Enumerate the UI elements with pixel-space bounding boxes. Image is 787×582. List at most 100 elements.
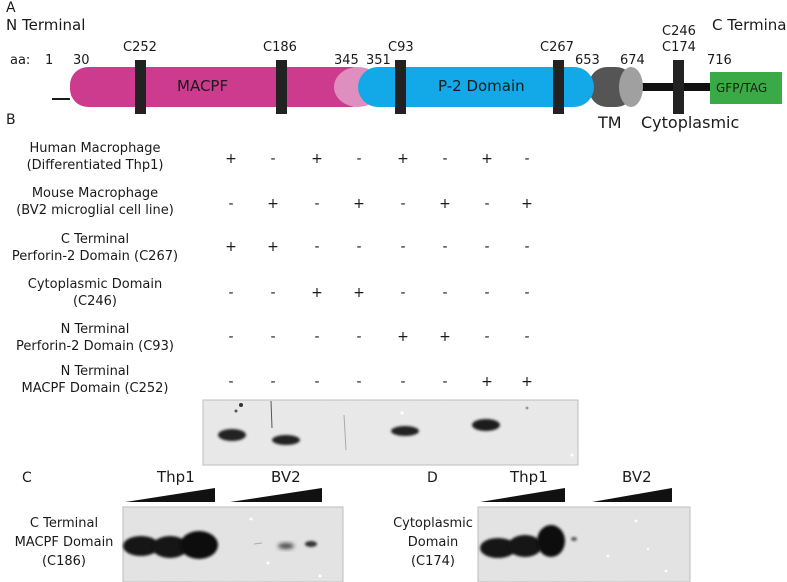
label-line1: C Terminal [29,516,99,531]
mark-lane7: + [481,151,493,167]
panel-c-graphics [122,488,344,582]
mark-lane2: + [267,239,279,255]
row-label-line2: (Differentiated Thp1) [26,158,164,173]
mark-lane3: + [311,151,323,167]
n-terminal-label: N Terminal [6,16,86,34]
band-c-bv2-3 [305,541,317,547]
band-c-bv2-2 [278,543,294,549]
label-line1: Cytoplasmic [393,516,473,531]
mark-lane7: - [484,329,490,345]
site-c174-label: C174 [662,40,696,55]
mark-lane6: - [442,151,448,167]
mark-lane4: - [356,374,362,390]
panel-c-group-thp1: Thp1 [157,468,195,486]
mark-lane5: - [400,239,406,255]
mark-lane7: - [484,285,490,301]
mark-lane8: + [521,374,533,390]
mark-lane3: - [314,239,320,255]
position-716: 716 [707,53,732,68]
tag-label: GFP/TAG [716,81,768,95]
row-label: Mouse Macrophage (BV2 microglial cell li… [0,185,190,219]
band-d-thp1-1 [480,538,516,558]
mark-lane8: + [521,196,533,212]
macpf-domain-label: MACPF [177,77,229,95]
band-lane3 [272,435,300,445]
mark-lane2: + [267,196,279,212]
mark-lane7: + [481,374,493,390]
mark-lane6: + [439,329,451,345]
mark-lane5: + [397,151,409,167]
position-1: 1 [45,53,54,68]
label-line2: MACPF Domain [14,535,114,550]
mark-lane1: + [225,239,237,255]
row-label-line2: (BV2 microglial cell line) [16,203,174,218]
row-label: Cytoplasmic Domain (C246) [0,276,190,310]
band-d-thp1-3 [537,525,565,557]
mark-lane3: + [311,285,323,301]
position-653: 653 [575,53,600,68]
domain-map [52,60,782,114]
row-label-line2: Perforin-2 Domain (C267) [11,249,179,264]
western-blot-b [202,399,579,466]
mark-lane1: - [228,374,234,390]
panel-d-group-thp1: Thp1 [510,468,548,486]
mark-lane6: - [442,239,448,255]
gradient-wedge-bv2-d [592,488,672,502]
mark-lane4: - [356,239,362,255]
row-label-line1: Mouse Macrophage [31,186,159,201]
mark-lane1: + [225,151,237,167]
row-label-line2: (C246) [72,294,118,309]
row-label-line2: MACPF Domain (C252) [21,381,169,396]
mark-lane8: - [524,151,530,167]
mark-lane3: - [314,374,320,390]
label-line2: Domain [407,535,459,550]
mark-lane5: - [400,285,406,301]
row-label: N Terminal MACPF Domain (C252) [0,363,190,397]
panel-d-group-bv2: BV2 [622,468,652,486]
mark-lane5: - [400,196,406,212]
panel-a-letter: A [6,0,16,16]
site-c93-marker [395,60,406,114]
mark-lane1: - [228,196,234,212]
gradient-wedge-thp1-c [125,488,215,502]
p2-domain-label: P-2 Domain [438,77,525,95]
mark-lane8: - [524,285,530,301]
site-c93-label: C93 [388,40,414,55]
tm-label: TM [598,113,622,132]
position-351: 351 [366,53,391,68]
c-terminal-label: C Terminal [712,16,787,34]
site-c252-marker [135,60,146,114]
mark-lane2: - [270,151,276,167]
site-c252-label: C252 [123,40,157,55]
mark-lane7: - [484,239,490,255]
mark-lane6: - [442,285,448,301]
aa-label: aa: [10,53,31,68]
mark-lane5: - [400,374,406,390]
position-345: 345 [334,53,359,68]
panel-c-letter: C [22,470,32,486]
panel-c-antibody-label: C Terminal MACPF Domain (C186) [8,514,120,571]
mark-lane3: - [314,196,320,212]
band-lane1 [218,429,246,441]
mark-lane4: - [356,329,362,345]
panel-d-graphics [477,488,691,582]
band-lane5 [391,426,419,436]
mark-lane6: + [439,196,451,212]
tm-domain-end [619,67,643,107]
band-c-thp1-2 [152,536,188,558]
mark-lane2: - [270,329,276,345]
gfp-tag [710,72,782,104]
mark-lane2: - [270,374,276,390]
row-label-line1: N Terminal [60,322,130,337]
row-label-line1: C Terminal [60,232,130,247]
band-c-thp1-3 [180,531,218,559]
row-label-line1: Cytoplasmic Domain [27,277,163,292]
label-line3: (C174) [410,554,456,569]
row-label: C Terminal Perforin-2 Domain (C267) [0,231,190,265]
p2-domain [358,67,594,107]
site-c174-marker [673,60,684,114]
site-c267-marker [553,60,564,114]
mark-lane4: - [356,151,362,167]
